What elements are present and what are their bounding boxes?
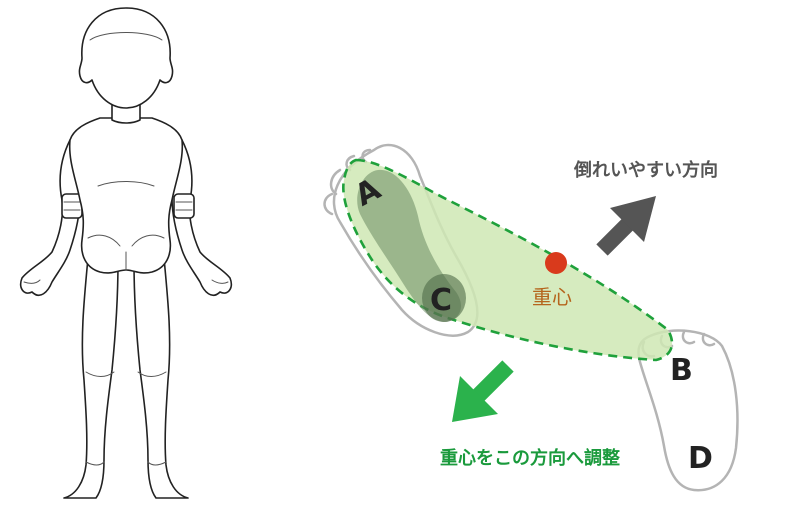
label-point-d: D xyxy=(688,441,713,476)
support-polygon xyxy=(342,158,674,362)
doll-right-leg xyxy=(63,257,119,499)
doll-left-elbow xyxy=(173,193,195,219)
label-point-b: B xyxy=(670,353,693,388)
foot-ac-outline xyxy=(332,143,479,337)
label-center-of-gravity: 重心 xyxy=(532,285,572,309)
heel-shadow xyxy=(422,274,466,322)
doll-left-leg xyxy=(133,257,189,499)
foot-bd-outline xyxy=(637,329,739,492)
center-of-gravity-dot xyxy=(545,252,567,274)
label-fall-direction: 倒れいやすい方向 xyxy=(573,159,718,181)
label-point-c: C xyxy=(430,283,452,318)
doll-torso xyxy=(68,117,184,274)
doll-head xyxy=(78,7,174,109)
fall-direction-arrow xyxy=(596,196,656,256)
adjust-direction-arrow xyxy=(452,360,514,422)
label-adjust-direction: 重心をこの方向へ調整 xyxy=(440,447,620,469)
doll-figure xyxy=(19,7,233,499)
